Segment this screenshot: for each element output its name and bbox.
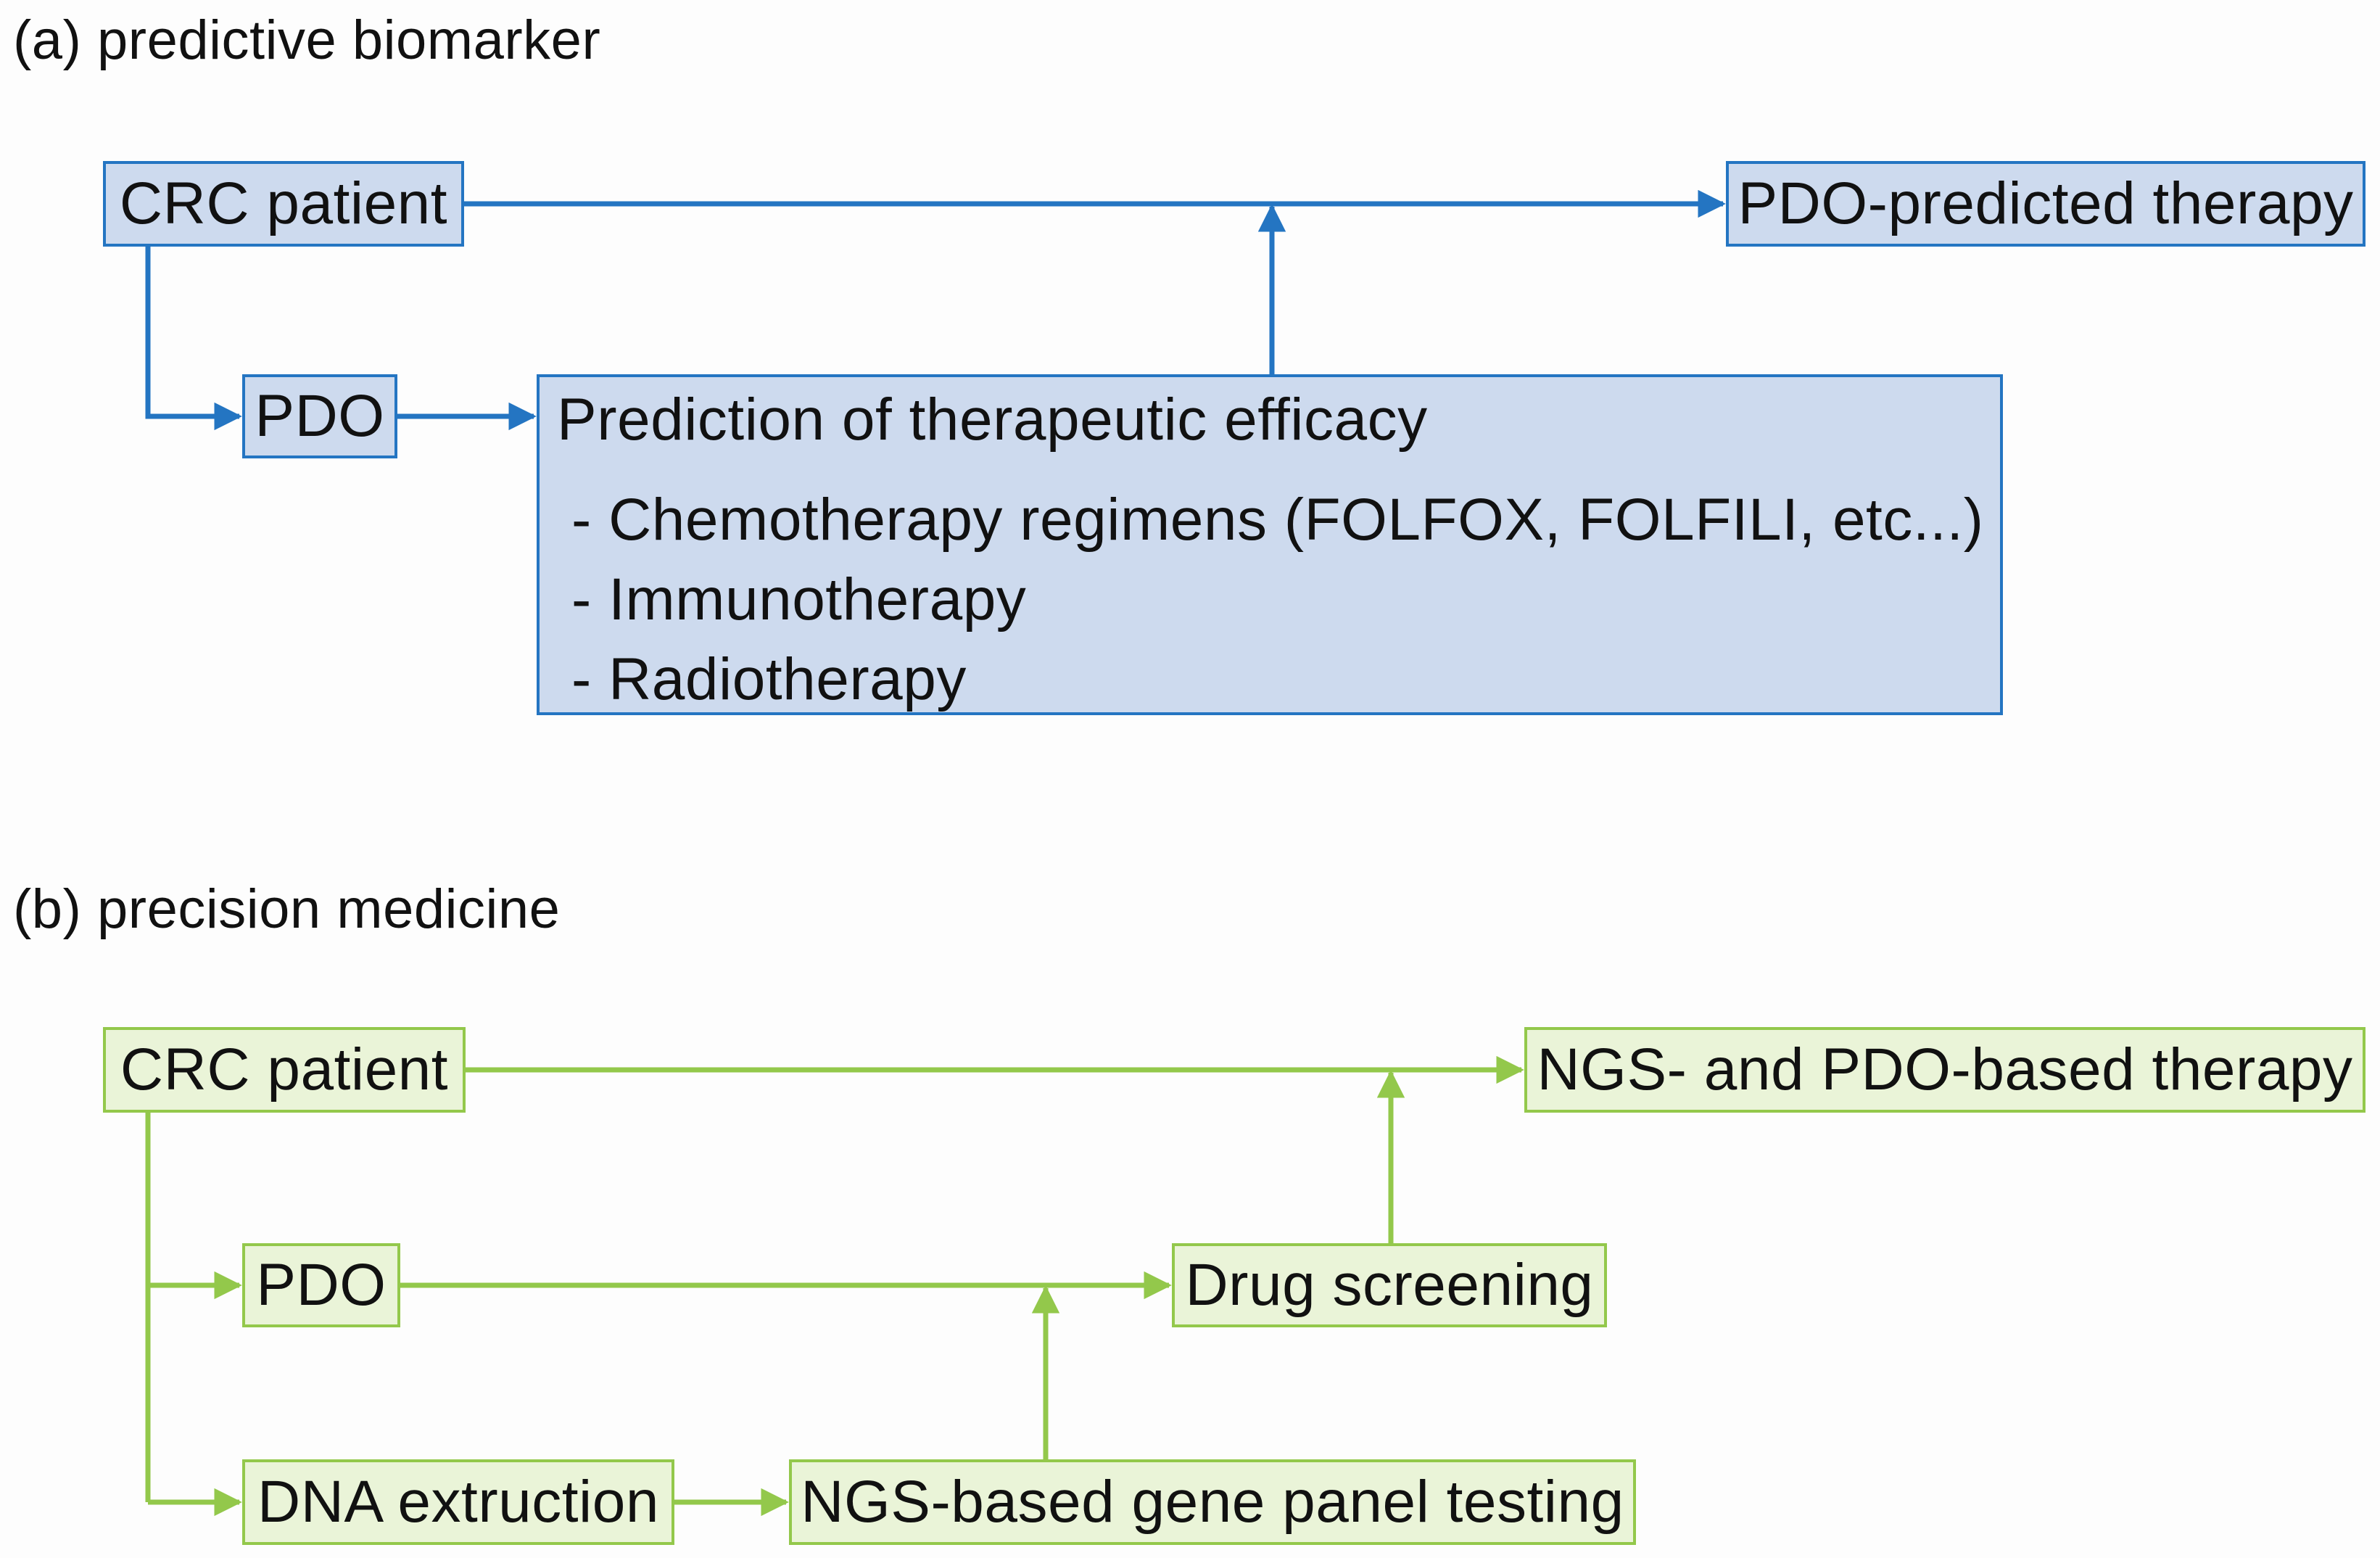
panel-a-title: (a) predictive biomarker <box>13 9 601 71</box>
prediction-item-chemotherapy: - Chemotherapy regimens (FOLFOX, FOLFILI… <box>571 487 1984 553</box>
panel-b-title: (b) precision medicine <box>13 878 561 940</box>
prediction-heading: Prediction of therapeutic efficacy <box>557 387 1428 453</box>
prediction-item-radiotherapy: - Radiotherapy <box>571 646 967 712</box>
panel-b-ngs-pdo-therapy-box: NGS- and PDO-based therapy <box>1524 1027 2365 1113</box>
prediction-item-immunotherapy: - Immunotherapy <box>571 566 1027 632</box>
panel-b-pdo-box: PDO <box>242 1243 400 1327</box>
panel-a-crc-patient-box: CRC patient <box>103 161 464 247</box>
panel-b-dna-extruction-box: DNA extruction <box>242 1459 674 1545</box>
panel-a-prediction-box: Prediction of therapeutic efficacy - Che… <box>537 374 2003 715</box>
panel-b-drug-screening-box: Drug screening <box>1172 1243 1607 1327</box>
panel-a-pdo-predicted-therapy-box: PDO-predicted therapy <box>1726 161 2365 247</box>
panel-b-ngs-gene-panel-box: NGS-based gene panel testing <box>789 1459 1636 1545</box>
panel-b-crc-patient-box: CRC patient <box>103 1027 466 1113</box>
arrow-a-crc-to-pdo <box>145 247 242 431</box>
panel-a-pdo-box: PDO <box>242 374 397 458</box>
